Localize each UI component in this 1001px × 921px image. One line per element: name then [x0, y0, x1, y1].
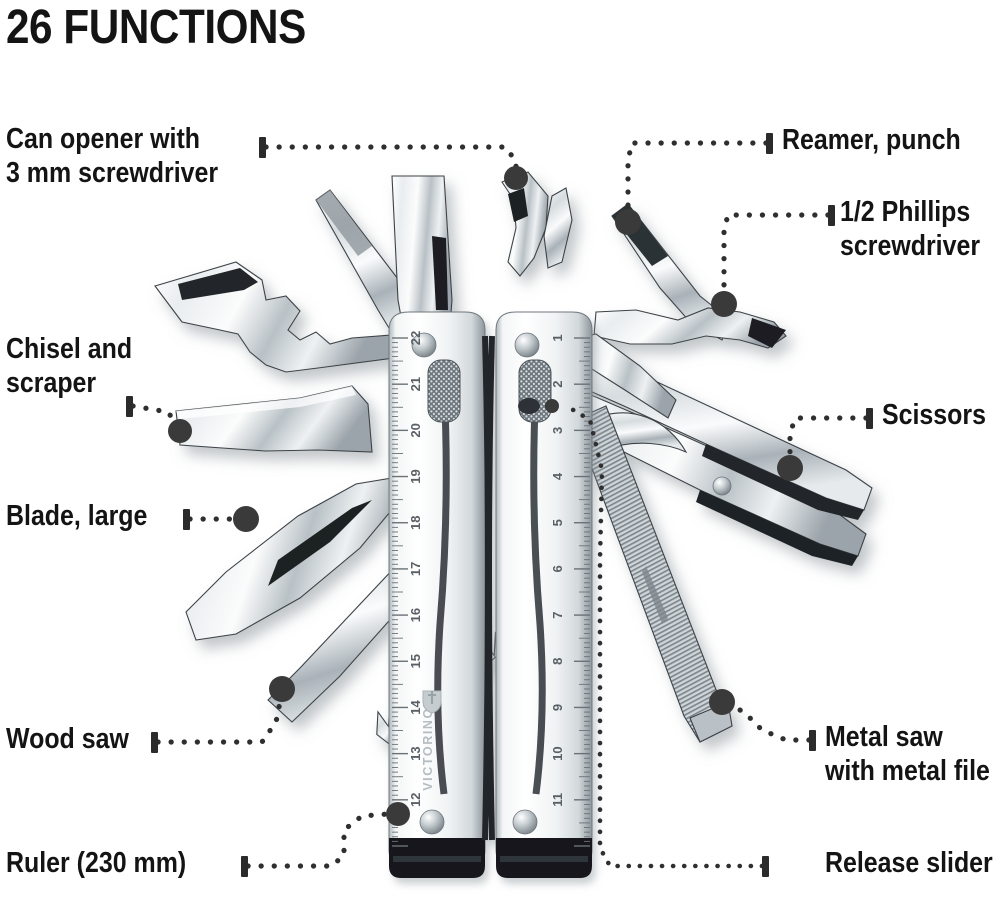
ruler-tick-label: 11 — [550, 793, 565, 807]
callout-line: 1/2 Phillips — [840, 196, 971, 228]
callout-scissors: Scissors — [882, 399, 986, 433]
ruler-tick-label: 9 — [550, 704, 565, 711]
callout-metal-saw: Metal saw with metal file — [825, 721, 990, 789]
leader-blade-large — [183, 506, 259, 532]
ruler-tick-label: 18 — [408, 515, 423, 529]
ruler-tick-label: 12 — [408, 793, 423, 807]
callout-line: 3 mm screwdriver — [6, 156, 219, 189]
leader-chisel-scraper — [126, 396, 192, 443]
ruler-tick-label: 4 — [550, 472, 565, 480]
callout-chisel-scraper: Chisel and scraper — [6, 333, 132, 401]
callout-line: with metal file — [825, 754, 990, 787]
callout-can-opener: Can opener with 3 mm screwdriver — [6, 123, 218, 191]
callout-line: Can opener with — [6, 123, 200, 155]
ruler-tick-label: 10 — [550, 746, 565, 760]
callout-line: Reamer, punch — [782, 124, 961, 156]
callout-reamer-punch: Reamer, punch — [782, 124, 961, 158]
callout-blade-large: Blade, large — [6, 500, 147, 534]
callout-line: screwdriver — [840, 229, 981, 262]
leader-ruler — [241, 802, 410, 877]
ruler-tick-label: 1 — [550, 334, 565, 341]
callout-phillips: 1/2 Phillips screwdriver — [840, 196, 980, 264]
ruler-tick-label: 6 — [550, 565, 565, 572]
ruler-tick-label: 22 — [408, 331, 423, 345]
ruler-tick-label: 14 — [408, 699, 423, 714]
ruler-tick-label: 2 — [550, 381, 565, 388]
callout-line: Ruler (230 mm) — [6, 847, 187, 879]
callout-wood-saw: Wood saw — [6, 723, 129, 757]
callout-release-slider: Release slider — [825, 847, 993, 881]
ruler-tick-label: 13 — [408, 746, 423, 760]
callout-line: Metal saw — [825, 721, 943, 753]
ruler-tick-label: 16 — [408, 608, 423, 622]
leader-scissors — [777, 408, 873, 481]
callout-line: Scissors — [882, 399, 986, 431]
callout-line: Wood saw — [6, 723, 129, 755]
ruler-tick-label: 8 — [550, 658, 565, 665]
svg-text:VICTORINOX: VICTORINOX — [421, 697, 435, 791]
callout-line: scraper — [6, 366, 97, 399]
ruler-tick-label: 21 — [408, 377, 423, 391]
leader-can-opener — [259, 137, 528, 190]
callout-line: Blade, large — [6, 500, 148, 532]
leader-phillips — [711, 205, 835, 317]
leader-metal-saw — [709, 689, 816, 751]
callout-line: Chisel and — [6, 333, 133, 365]
ruler-tick-label: 7 — [550, 611, 565, 618]
callout-ruler: Ruler (230 mm) — [6, 847, 186, 881]
page-title: 26 FUNCTIONS — [6, 1, 306, 54]
ruler-tick-label: 19 — [408, 469, 423, 483]
ruler-tick-label: 3 — [550, 427, 565, 434]
ruler-tick-label: 17 — [408, 562, 423, 576]
ruler-tick-label: 15 — [408, 654, 423, 668]
leader-wood-saw — [151, 676, 295, 753]
ruler-tick-label: 5 — [550, 519, 565, 526]
ruler-tick-label: 20 — [408, 423, 423, 437]
brand-logo: VICTORINOX — [421, 697, 435, 791]
leader-release-slider — [545, 399, 769, 877]
callout-line: Release slider — [825, 847, 993, 879]
leader-reamer-punch — [615, 133, 773, 235]
